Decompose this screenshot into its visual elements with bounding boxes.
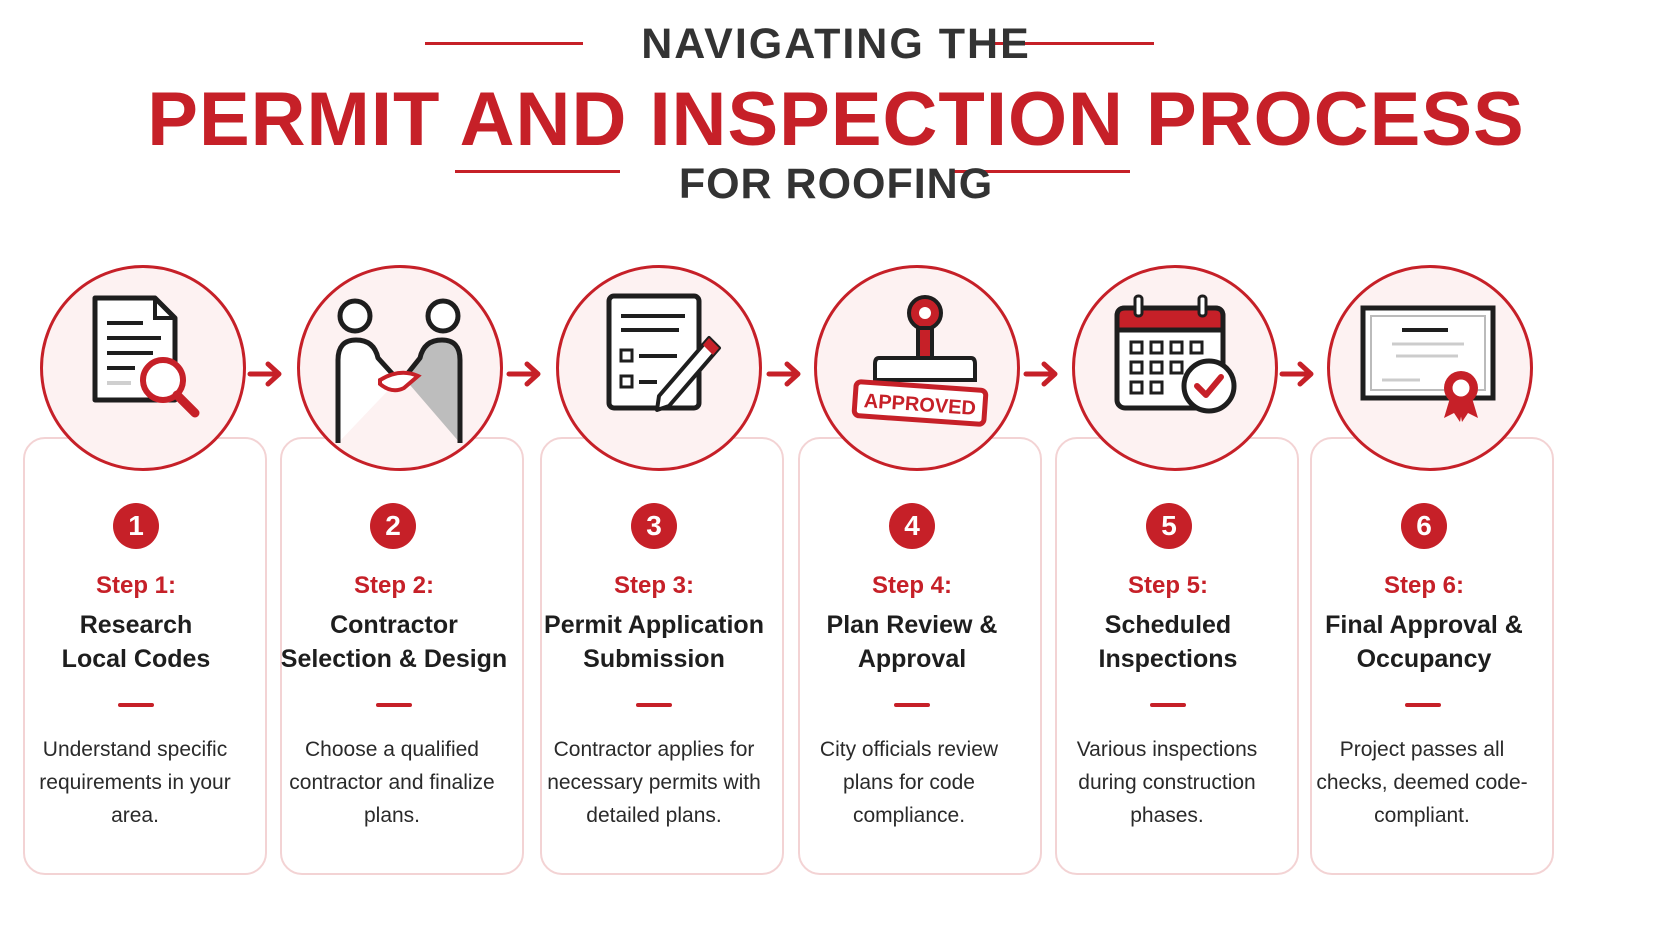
step-description-2: Choose a qualified contractor and finali… — [289, 738, 495, 827]
step-icon-circle-4: APPROVED — [814, 265, 1020, 471]
step-number-6: 6 — [1401, 503, 1447, 549]
title-line-1: NAVIGATING THE — [641, 20, 1031, 68]
step-description-3: Contractor applies for necessary permits… — [547, 738, 761, 827]
step-label-2: Step 2: — [353, 572, 434, 599]
step-icon-circle-3 — [556, 265, 762, 471]
step-icon-circle-1 — [40, 265, 246, 471]
step-description-5: Various inspections during construction … — [1076, 738, 1258, 827]
step-number-5: 5 — [1146, 503, 1192, 549]
step-title-5: Scheduled Inspections — [1098, 611, 1238, 673]
step-divider-6 — [1405, 703, 1441, 707]
step-title-1: Research Local Codes — [61, 611, 211, 673]
form-pencil-icon — [606, 293, 721, 412]
step-divider-3 — [636, 703, 672, 707]
arrow-right-icon — [766, 361, 801, 387]
step-number-1: 1 — [113, 503, 159, 549]
step-description-1: Understand specific requirements in your… — [39, 738, 231, 827]
step-number-2: 2 — [370, 503, 416, 549]
step-divider-4 — [894, 703, 930, 707]
subtitle-rule-right — [950, 170, 1130, 173]
arrow-right-icon — [506, 361, 541, 387]
handshake-icon — [335, 298, 463, 443]
step-description-4: City officials review plans for code com… — [819, 738, 999, 827]
step-number-4: 4 — [889, 503, 935, 549]
header: NAVIGATING THE PERMIT AND INSPECTION PRO… — [0, 0, 1672, 220]
step-number-3: 3 — [631, 503, 677, 549]
step-label-1: Step 1: — [95, 572, 176, 599]
step-divider-1 — [118, 703, 154, 707]
arrow-right-icon — [247, 361, 282, 387]
title-rule-right — [990, 42, 1154, 45]
step-title-4: Plan Review & Approval — [826, 611, 998, 673]
step-label-4: Step 4: — [871, 572, 952, 599]
approved-stamp-icon: APPROVED — [851, 295, 989, 427]
page-title: PERMIT AND INSPECTION PROCESS — [147, 77, 1525, 162]
title-rule-left — [425, 42, 583, 45]
step-title-6: Final Approval & Occupancy — [1325, 611, 1523, 673]
calendar-check-icon — [1114, 294, 1237, 414]
step-title-3: Permit Application Submission — [544, 611, 764, 673]
step-icon-circle-5 — [1072, 265, 1278, 471]
step-divider-5 — [1150, 703, 1186, 707]
step-label-6: Step 6: — [1383, 572, 1464, 599]
step-label-3: Step 3: — [613, 572, 694, 599]
step-divider-2 — [376, 703, 412, 707]
arrow-right-icon — [1279, 361, 1314, 387]
arrow-right-icon — [1023, 361, 1058, 387]
certificate-icon — [1360, 305, 1496, 422]
document-magnifier-icon — [92, 295, 200, 418]
step-icon-circle-6 — [1327, 265, 1533, 471]
step-description-6: Project passes all checks, deemed code-c… — [1316, 738, 1528, 827]
title-line-3: FOR ROOFING — [678, 160, 994, 208]
step-title-2: Contractor Selection & Design — [280, 611, 508, 673]
step-icon-circle-2 — [297, 265, 503, 471]
step-label-5: Step 5: — [1127, 572, 1208, 599]
subtitle-rule-left — [455, 170, 620, 173]
